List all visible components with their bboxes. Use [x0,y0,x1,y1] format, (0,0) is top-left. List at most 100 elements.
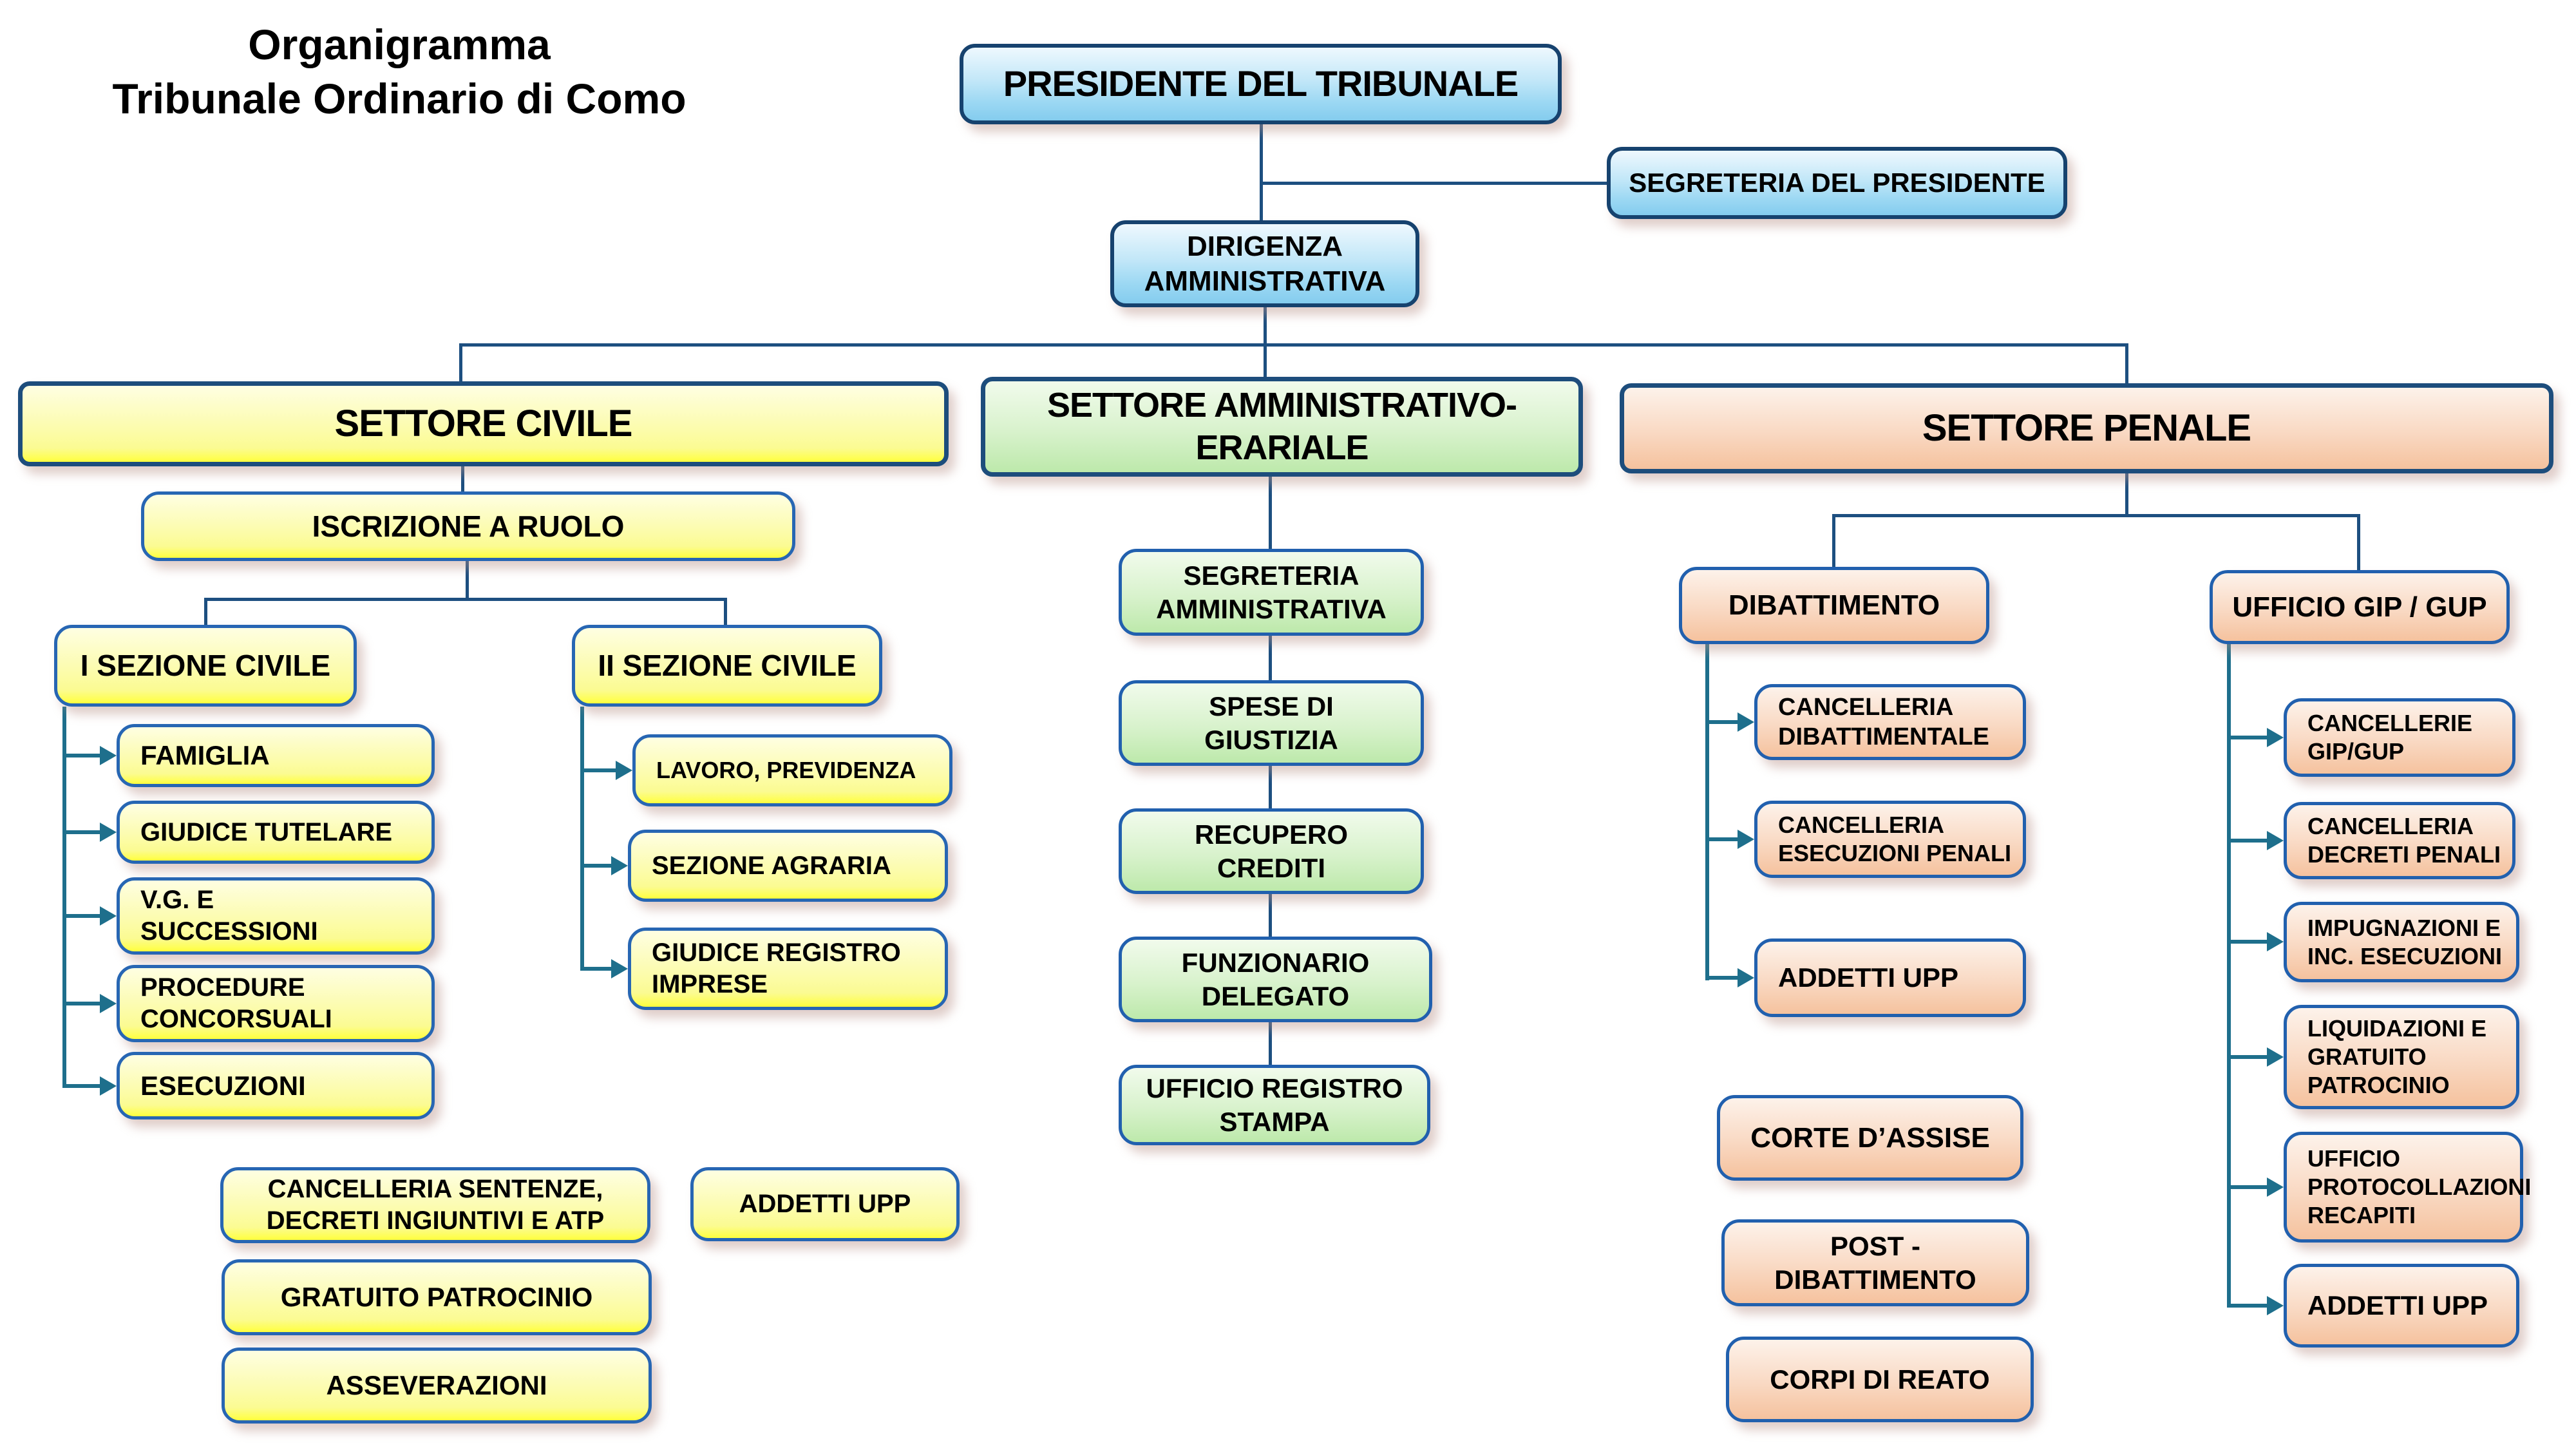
connector-line [2125,343,2128,385]
arrow-stem [2227,839,2271,843]
connector-line [2125,473,2128,517]
node-cancelleria-sentenze-decreti-ingiuntivi-atp: CANCELLERIA SENTENZE, DECRETI INGIUNTIVI… [220,1167,650,1243]
node-procedure-concorsuali: PROCEDURE CONCORSUALI [117,965,435,1042]
node-funzionario-delegato: FUNZIONARIO DELEGATO [1119,937,1432,1022]
trunk-line [2227,644,2231,1308]
connector-line [1269,1022,1272,1066]
arrow-stem [2227,1185,2271,1189]
node-i-sezione-civile: I SEZIONE CIVILE [54,625,357,707]
node-spese-di-giustizia: SPESE DI GIUSTIZIA [1119,680,1424,766]
arrowhead-icon [100,823,117,842]
node-cancelleria-esecuzioni-penali: CANCELLERIA ESECUZIONI PENALI [1754,801,2026,878]
arrow-stem [62,830,104,834]
arrow-stem [2227,1055,2271,1059]
node-addetti-upp-gip: ADDETTI UPP [2284,1264,2519,1348]
node-sezione-agraria: SEZIONE AGRARIA [628,830,948,902]
connector-line [461,466,464,493]
node-cancellerie-gip-gup: CANCELLERIE GIP/GUP [2284,698,2515,777]
connector-line [1261,182,1607,185]
arrow-stem [62,1002,104,1005]
node-famiglia: FAMIGLIA [117,724,435,787]
node-dibattimento: DIBATTIMENTO [1679,567,1989,644]
node-segreteria-amministrativa: SEGRETERIA AMMINISTRATIVA [1119,549,1424,636]
node-settore-penale: SETTORE PENALE [1620,383,2553,473]
node-ufficio-gip-gup: UFFICIO GIP / GUP [2210,570,2510,644]
arrowhead-icon [2267,1047,2284,1067]
arrow-stem [2227,736,2271,739]
connector-line [459,343,2128,347]
arrowhead-icon [2267,831,2284,850]
connector-line [1269,894,1272,938]
arrow-stem [62,754,104,757]
arrowhead-icon [2267,1296,2284,1315]
arrow-stem [2227,1304,2271,1308]
connector-line [466,561,469,600]
node-cancelleria-decreti-penali: CANCELLERIA DECRETI PENALI [2284,802,2515,879]
chart-title: Organigramma Tribunale Ordinario di Como [84,18,715,126]
node-impugnazioni-inc-esecuzioni: IMPUGNAZIONI E INC. ESECUZIONI [2284,902,2519,982]
arrow-stem [580,864,615,868]
node-addetti-upp-dibattimento: ADDETTI UPP [1754,938,2026,1017]
connector-line [2357,514,2360,571]
arrowhead-icon [2267,1177,2284,1197]
node-giudice-registro-imprese: GIUDICE REGISTRO IMPRESE [628,928,948,1010]
connector-line [1260,124,1263,220]
node-ufficio-registro-stampa: UFFICIO REGISTRO STAMPA [1119,1065,1430,1145]
trunk-line [1705,644,1709,980]
arrowhead-icon [1738,712,1754,732]
trunk-line [580,707,584,971]
connector-line [1269,477,1272,550]
arrowhead-icon [611,959,628,978]
node-vg-e-successioni: V.G. E SUCCESSIONI [117,877,435,955]
node-asseverazioni: ASSEVERAZIONI [222,1348,652,1424]
node-esecuzioni: ESECUZIONI [117,1052,435,1119]
arrow-stem [1705,720,1741,724]
arrow-stem [62,1084,104,1088]
arrow-stem [1705,976,1741,980]
arrowhead-icon [1738,968,1754,987]
arrowhead-icon [611,856,628,875]
connector-line [1264,343,1267,378]
node-ufficio-protocollazioni-recapiti: UFFICIO PROTOCOLLAZIONI RECAPITI [2284,1132,2531,1243]
node-lavoro-previdenza: LAVORO, PREVIDENZA [632,734,952,806]
node-ii-sezione-civile: II SEZIONE CIVILE [572,625,882,707]
arrowhead-icon [100,906,117,926]
node-settore-civile: SETTORE CIVILE [18,381,949,466]
node-post-dibattimento: POST - DIBATTIMENTO [1721,1219,2029,1306]
connector-line [724,598,727,626]
node-gratuito-patrocinio: GRATUITO PATROCINIO [222,1259,652,1335]
arrowhead-icon [100,994,117,1013]
trunk-line [62,707,66,1088]
connector-line [204,598,207,626]
arrowhead-icon [100,1076,117,1096]
connector-line [1269,636,1272,681]
node-giudice-tutelare: GIUDICE TUTELARE [117,801,435,864]
chart-title-line2: Tribunale Ordinario di Como [112,74,687,122]
connector-line [204,598,727,601]
arrowhead-icon [2267,932,2284,951]
arrowhead-icon [616,761,632,780]
connector-line [1269,766,1272,810]
node-presidente-del-tribunale: PRESIDENTE DEL TRIBUNALE [960,44,1562,124]
arrow-stem [580,768,620,772]
connector-line [1264,307,1267,346]
node-segreteria-del-presidente: SEGRETERIA DEL PRESIDENTE [1607,147,2067,219]
node-cancelleria-dibattimentale: CANCELLERIA DIBATTIMENTALE [1754,684,2026,760]
arrowhead-icon [1738,830,1754,849]
connector-line [1832,514,2360,517]
node-recupero-crediti: RECUPERO CREDITI [1119,808,1424,894]
arrow-stem [2227,940,2271,944]
arrow-stem [62,914,104,918]
node-corte-dassise: CORTE D’ASSISE [1717,1095,2023,1181]
chart-title-line1: Organigramma [248,21,551,68]
arrowhead-icon [2267,728,2284,747]
node-iscrizione-a-ruolo: ISCRIZIONE A RUOLO [141,491,795,561]
node-addetti-upp-civile: ADDETTI UPP [690,1167,960,1241]
node-corpi-di-reato: CORPI DI REATO [1726,1337,2034,1422]
node-liquidazioni-gratuito-patrocinio: LIQUIDAZIONI E GRATUITO PATROCINIO [2284,1005,2519,1109]
node-settore-amministrativo-erariale: SETTORE AMMINISTRATIVO- ERARIALE [981,377,1583,477]
arrow-stem [1705,837,1741,841]
connector-line [1832,514,1835,568]
arrow-stem [580,967,615,971]
